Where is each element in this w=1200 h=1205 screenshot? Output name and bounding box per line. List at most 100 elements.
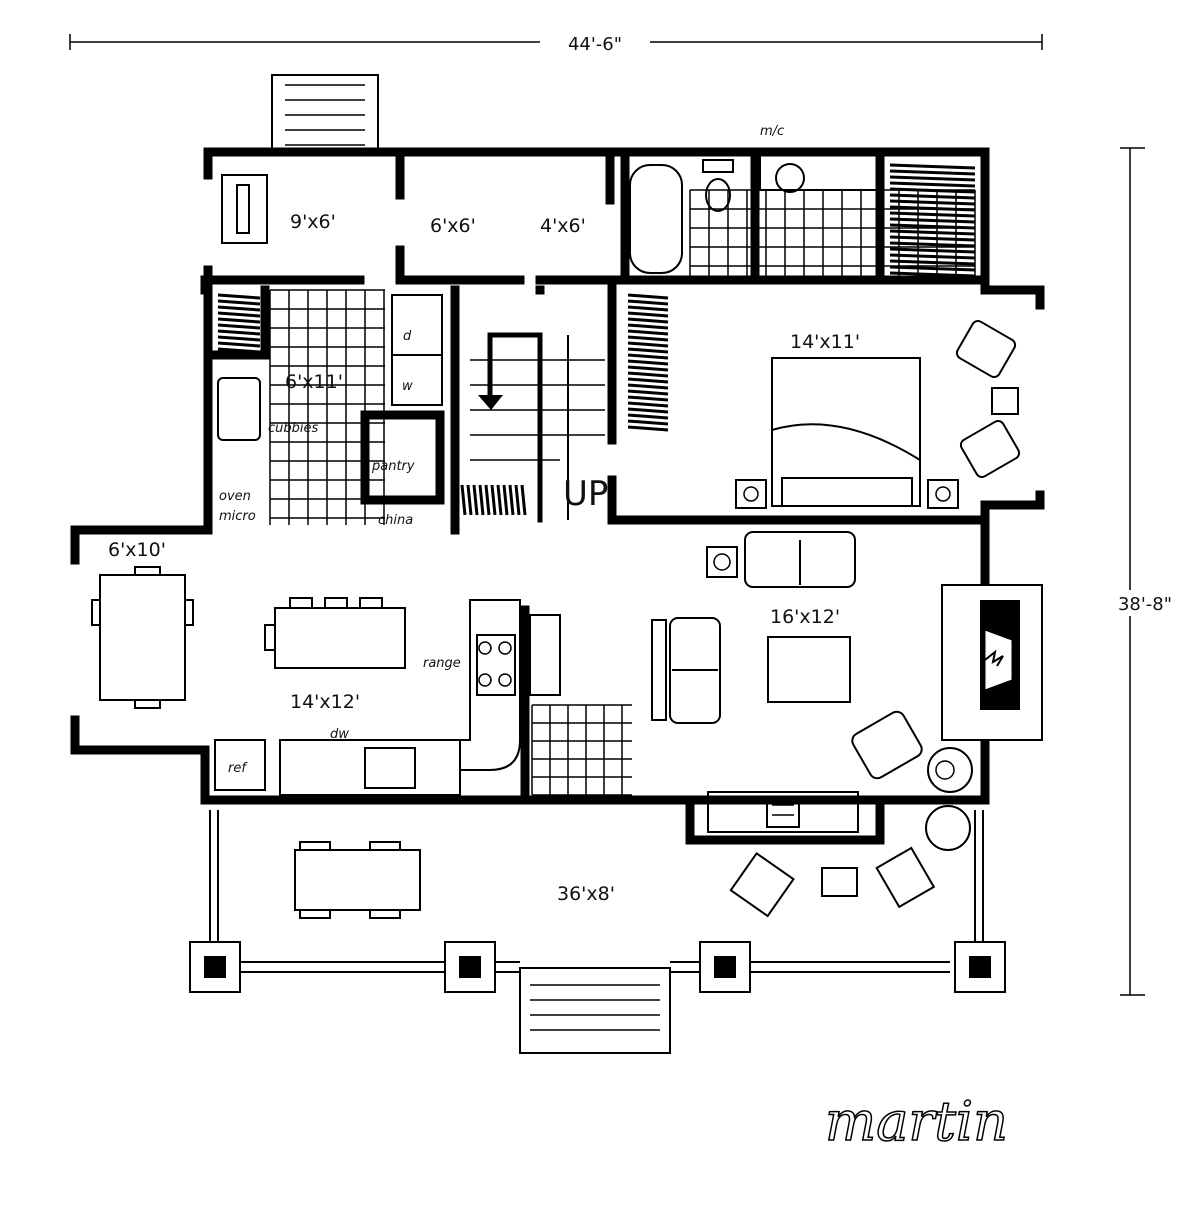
hatch-line (627, 425, 669, 432)
room-label-closet-b: 4'x6' (540, 215, 586, 237)
annotation-pantry: pantry (371, 459, 415, 474)
hatch-line (889, 199, 976, 206)
hatch-line (889, 187, 976, 194)
hatch-line (217, 341, 261, 348)
armchair (851, 710, 923, 780)
width-dimension: 44'-6" (568, 34, 622, 55)
hatch-line (889, 175, 976, 182)
hatch-line (508, 484, 515, 516)
hatch-line (627, 353, 669, 360)
kitchen-island (264, 597, 406, 669)
hatch-line (490, 484, 497, 516)
hatch-line (627, 389, 669, 396)
kitchen-counter (214, 599, 561, 796)
annotation-micro: micro (219, 509, 256, 524)
hatch-line (627, 341, 669, 348)
laundry-sink (217, 377, 261, 441)
hatch-line (889, 163, 976, 170)
hatch-line (627, 371, 669, 378)
hatch-line (627, 323, 669, 330)
hatch-line (217, 323, 261, 330)
hatch-line (217, 335, 261, 342)
hatch-line (460, 484, 467, 516)
porch-table (294, 841, 421, 919)
hatch-line (627, 365, 669, 372)
hatch-line (217, 293, 261, 300)
bedroom-chairs (955, 320, 1021, 478)
hatch-line (627, 335, 669, 342)
hatch-line (478, 484, 485, 516)
hatch-line (514, 484, 521, 516)
hatch-line (217, 299, 261, 306)
hatch-line (627, 299, 669, 306)
hatch-line (627, 305, 669, 312)
porch-posts (189, 941, 1006, 993)
hatch-line (627, 329, 669, 336)
annotation-mc: m/c (760, 124, 784, 139)
hatch-line (627, 293, 669, 300)
hatch-line (627, 395, 669, 402)
hatch-line (217, 329, 261, 336)
annotation-cubbies: cubbies (268, 421, 319, 436)
hatch-line (889, 241, 976, 248)
annotation-washer: w (402, 379, 413, 394)
hatch-line (627, 401, 669, 408)
room-label-dining: 6'x10' (108, 539, 166, 561)
dining-table (91, 566, 194, 709)
closet-hanging-rods (217, 163, 976, 516)
hatch-line (627, 383, 669, 390)
hatch-line (627, 407, 669, 414)
sink (759, 154, 881, 193)
hatch-line (466, 484, 473, 516)
depth-dimension-line (1110, 147, 1200, 996)
hatch-line (217, 305, 261, 312)
porch (209, 810, 984, 973)
hatch-line (627, 377, 669, 384)
walls (70, 147, 1045, 845)
sofa (744, 531, 856, 588)
room-label-mudroom: 9'x6' (290, 211, 336, 233)
annotation-oven: oven (219, 489, 251, 504)
hatch-line (889, 205, 976, 212)
loveseat (669, 617, 721, 724)
hatch-line (627, 317, 669, 324)
front-stairs (519, 967, 671, 1054)
hatch-line (889, 247, 976, 254)
hatch-line (889, 211, 976, 218)
coffee-table (767, 636, 851, 703)
room-label-laundry: 6'x11' (285, 371, 343, 393)
hatch-line (889, 229, 976, 236)
annotation-dryer: d (403, 329, 412, 344)
hatch-line (889, 217, 976, 224)
annotation-ref: ref (228, 761, 248, 776)
hatch-line (627, 311, 669, 318)
hatch-line (520, 484, 527, 516)
depth-dimension: 38'-8" (1118, 594, 1172, 615)
hatch-line (496, 484, 503, 516)
hatch-line (472, 484, 479, 516)
room-label-closet-a: 6'x6' (430, 215, 476, 237)
hatch-line (889, 265, 976, 272)
nightstands (735, 479, 959, 509)
hatch-line (889, 181, 976, 188)
bathtub (629, 164, 683, 274)
fireplace (941, 584, 1043, 741)
hatch-line (217, 317, 261, 324)
hatch-line (889, 223, 976, 230)
hatch-line (502, 484, 509, 516)
room-label-bedroom: 14'x11' (790, 331, 860, 353)
tile-floor-entry (531, 704, 632, 796)
porch-chairs (729, 805, 971, 918)
hatch-line (627, 347, 669, 354)
annotation-china: china (378, 513, 413, 528)
hatch-line (217, 347, 261, 354)
width-dimension-line (69, 30, 1043, 54)
tile-floor-laundry (269, 289, 385, 525)
end-tables (651, 546, 738, 721)
hatch-line (627, 419, 669, 426)
hatch-line (889, 271, 976, 278)
bed (771, 357, 921, 507)
hatch-line (217, 311, 261, 318)
